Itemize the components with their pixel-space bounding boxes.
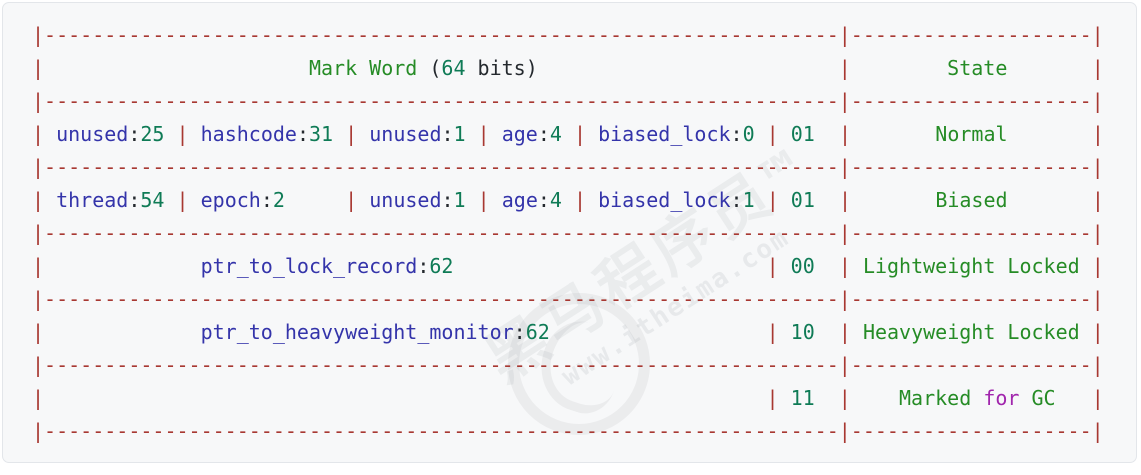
row-lightweight: | ptr_to_lock_record:62 | 00 | Lightweig… [32, 254, 1104, 278]
row-heavyweight: | ptr_to_heavyweight_monitor:62 | 10 | H… [32, 320, 1104, 344]
border-row: |---------------------------------------… [32, 353, 1104, 377]
border-row: |---------------------------------------… [32, 287, 1104, 311]
row-biased: | thread:54 | epoch:2 | unused:1 | age:4… [32, 188, 1104, 212]
border-row: |---------------------------------------… [32, 23, 1104, 47]
row-gc: | | 11 | Marked for GC | [32, 386, 1104, 410]
border-row: |---------------------------------------… [32, 89, 1104, 113]
header-row: | Mark Word (64 bits) | State | [32, 56, 1104, 80]
border-row: |---------------------------------------… [32, 419, 1104, 443]
border-row: |---------------------------------------… [32, 221, 1104, 245]
code-block: 黑马程序员™ www.itheima.com |----------------… [2, 2, 1137, 463]
code-lines: |---------------------------------------… [32, 19, 1104, 448]
row-normal: | unused:25 | hashcode:31 | unused:1 | a… [32, 122, 1104, 146]
border-row: |---------------------------------------… [32, 155, 1104, 179]
